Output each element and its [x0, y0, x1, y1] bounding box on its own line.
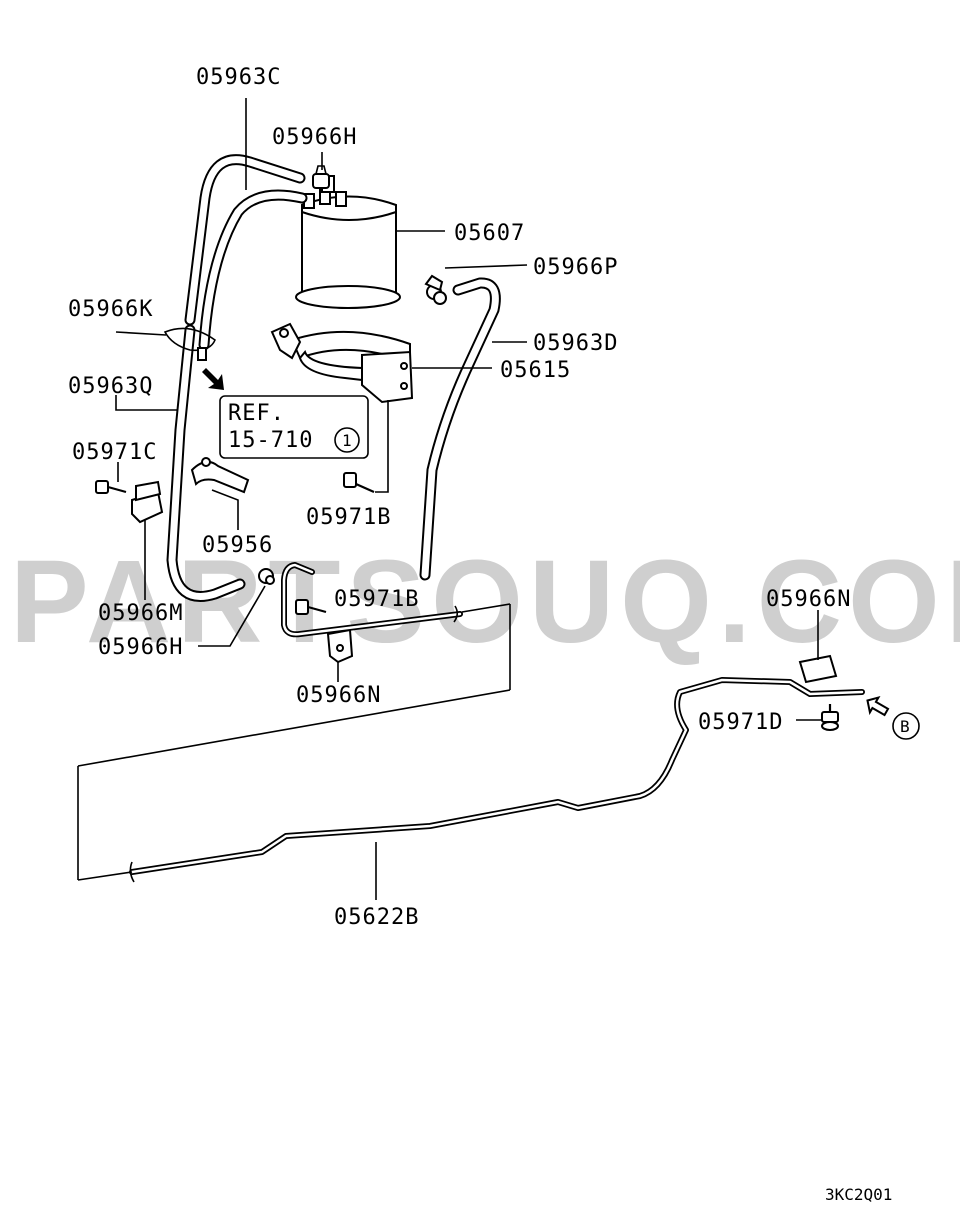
canister-bracket: [270, 322, 414, 404]
hose-05963C: [184, 154, 308, 351]
callout-05971D: 05971D: [698, 710, 783, 735]
view-marker-label: B: [900, 717, 910, 736]
callout-05971C: 05971C: [72, 440, 157, 465]
callout-05966P: 05966P: [533, 255, 618, 280]
clamp-05966N-right: [798, 654, 838, 684]
callout-05971B-upper: 05971B: [306, 505, 391, 530]
clamp-05966K: [163, 327, 216, 361]
callout-05966M: 05966M: [98, 601, 183, 626]
callout-05971B-lower: 05971B: [334, 587, 419, 612]
clamp-05966H-top: [312, 165, 330, 189]
callout-05966H-top: 05966H: [272, 125, 357, 150]
leader-lines: [115, 98, 822, 900]
callout-05607: 05607: [454, 221, 525, 246]
reference-line2: 15-710: [228, 428, 313, 453]
bolt-05971C: [95, 480, 127, 494]
hose-05963Q: [166, 324, 246, 602]
clamp-05966P: [424, 274, 447, 305]
clip-05956: [190, 457, 250, 494]
callout-05615: 05615: [500, 358, 571, 383]
clamp-05966H-bottom: [258, 568, 275, 585]
callout-05966K: 05966K: [68, 297, 153, 322]
callout-05966N-left: 05966N: [296, 683, 381, 708]
diagram-code: 3KC2Q01: [825, 1185, 892, 1204]
bolt-05971B-upper: [343, 472, 375, 494]
tube-upper-segment: [281, 562, 463, 638]
callout-05966N-right: 05966N: [766, 587, 851, 612]
callout-05966H-bottom: 05966H: [98, 635, 183, 660]
reference-circle-number: 1: [342, 431, 352, 450]
hose-05963D: [419, 277, 501, 581]
callout-05963D: 05963D: [533, 331, 618, 356]
direction-arrow: [202, 368, 224, 390]
callout-05956: 05956: [202, 533, 273, 558]
bolt-05971B-lower: [295, 599, 327, 615]
view-b-arrow: [866, 695, 890, 717]
reference-box: REF. 15-710 1: [219, 395, 369, 459]
bolt-05971D: [821, 704, 839, 731]
callout-05963C: 05963C: [196, 65, 281, 90]
callout-05963Q: 05963Q: [68, 374, 153, 399]
reference-line1: REF.: [228, 401, 285, 426]
tube-05622B: [129, 677, 865, 875]
view-marker: B: [892, 712, 920, 740]
canister: [295, 175, 401, 309]
callout-05622B: 05622B: [334, 905, 419, 930]
continuation-frame: [77, 603, 511, 881]
clamp-05966M: [131, 480, 164, 524]
clamp-05966N-left: [326, 628, 354, 664]
